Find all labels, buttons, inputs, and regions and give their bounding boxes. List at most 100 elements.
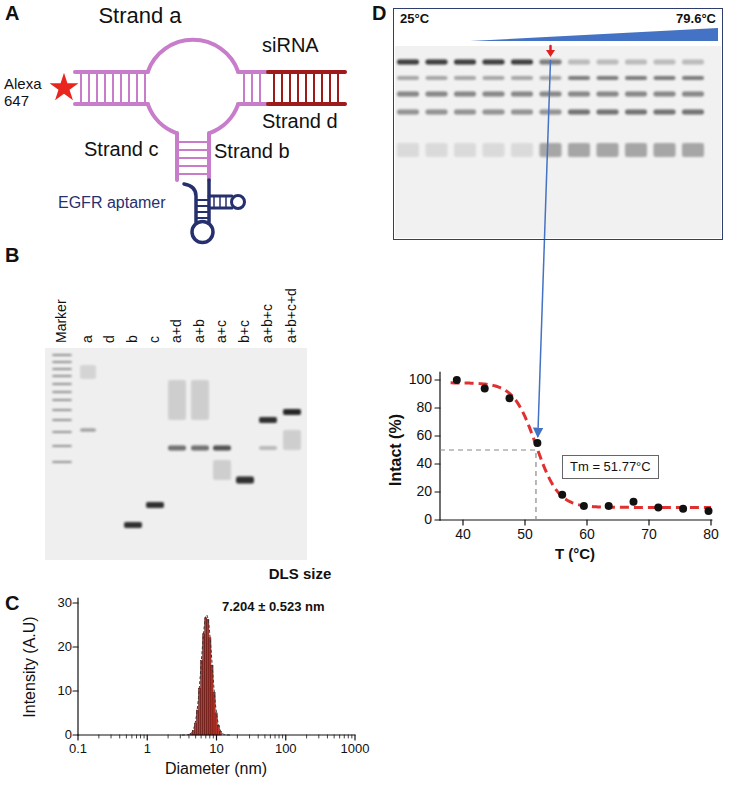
histogram-bar — [205, 618, 207, 735]
data-point — [533, 439, 541, 447]
axis-minor-tick — [270, 735, 271, 738]
gel-band — [426, 143, 448, 157]
melting-curve-chart — [435, 60, 713, 525]
axis-title: Intensity (A.U) — [21, 616, 39, 717]
base-pair — [281, 72, 283, 104]
gel-image — [45, 348, 307, 560]
axis-title: Intact (%) — [387, 414, 405, 486]
axis-minor-tick — [327, 735, 328, 738]
tick-label: 20 — [58, 640, 72, 654]
base-pair — [112, 72, 114, 104]
tick-label: 50 — [517, 527, 533, 542]
data-point — [580, 502, 588, 510]
gel-band — [426, 110, 448, 115]
tm-guide — [440, 450, 536, 520]
tick-label: 60 — [416, 428, 432, 443]
axis-minor-tick — [237, 735, 238, 738]
gel-band — [682, 60, 704, 65]
lane-label: d — [102, 335, 117, 343]
lane-label: b — [125, 335, 140, 343]
axis-minor-tick — [111, 735, 112, 738]
gel-band — [654, 110, 676, 115]
axis-tick — [435, 519, 440, 520]
gel-background — [45, 348, 307, 560]
strand-label: Strand b — [214, 140, 290, 162]
gel-band — [511, 76, 533, 80]
temperature-label: 25°C — [400, 11, 429, 27]
gel-band — [259, 446, 277, 450]
axis-minor-tick — [339, 735, 340, 738]
axis-minor-tick — [249, 735, 250, 738]
gel-band — [654, 60, 676, 65]
gel-band — [52, 399, 72, 401]
axis-tick — [216, 735, 217, 740]
gel-band — [397, 110, 419, 115]
axis-tick — [710, 520, 711, 525]
axis-tick — [77, 735, 78, 740]
axis-tick — [73, 734, 78, 735]
gel-band — [625, 143, 647, 157]
axis-tick — [648, 520, 649, 525]
base-pair — [120, 72, 122, 104]
base-pair — [213, 196, 215, 208]
gel-band — [483, 110, 505, 115]
gel-band — [597, 110, 619, 115]
gel-band — [454, 143, 476, 157]
size-annotation: 7.204 ± 0.523 nm — [222, 600, 325, 614]
base-pair — [128, 72, 130, 104]
gel-band — [568, 76, 590, 80]
axis-minor-tick — [126, 735, 127, 738]
x-axis — [440, 519, 712, 520]
fluorophore-label: Alexa 647 — [4, 76, 50, 109]
base-pair — [177, 173, 209, 175]
gel-band — [52, 409, 72, 411]
gel-band — [682, 76, 704, 80]
gel-band — [454, 110, 476, 115]
gel-band — [483, 143, 505, 157]
data-point — [558, 491, 566, 499]
data-point — [705, 507, 713, 515]
base-pair — [289, 72, 291, 104]
gel-band — [426, 92, 448, 97]
gel-band — [511, 60, 533, 65]
tick-label: 40 — [416, 456, 432, 471]
gel-band — [213, 446, 231, 451]
gel-band — [426, 76, 448, 80]
gel-band — [52, 368, 72, 370]
panel-letter: C — [5, 592, 19, 614]
base-pair — [177, 165, 209, 167]
tick-label: 80 — [703, 527, 719, 542]
data-point — [679, 505, 687, 513]
gel-band — [397, 92, 419, 97]
aptamer-label: EGFR aptamer — [58, 194, 166, 212]
base-pair — [313, 72, 315, 104]
axis-minor-tick — [282, 735, 283, 738]
gel-band — [597, 76, 619, 80]
gel-band — [654, 92, 676, 97]
panel-letter: D — [372, 2, 386, 24]
axis-tick — [435, 491, 440, 492]
base-pair — [144, 72, 146, 104]
tick-label: 60 — [579, 527, 595, 542]
temperature-wedge — [470, 28, 718, 41]
axis-tick — [73, 690, 78, 691]
gel-band — [283, 409, 301, 415]
gel-band — [654, 76, 676, 80]
gel-image-frame: 25°C79.6°C — [393, 8, 723, 240]
gel-band — [80, 365, 96, 379]
gel-band — [259, 417, 277, 423]
histogram-bar — [198, 688, 200, 735]
panel-letter: A — [5, 2, 19, 24]
data-point — [481, 384, 489, 392]
strand-label: siRNA — [262, 34, 319, 56]
gel-band — [511, 110, 533, 115]
base-pair — [88, 72, 90, 104]
strand-loop — [148, 40, 239, 72]
base-pair — [177, 157, 209, 159]
base-pair — [177, 141, 209, 143]
tick-label: 0 — [65, 728, 72, 742]
data-point — [630, 498, 638, 506]
lane-label: a+b+c — [260, 304, 275, 343]
tick-label: 40 — [455, 527, 471, 542]
